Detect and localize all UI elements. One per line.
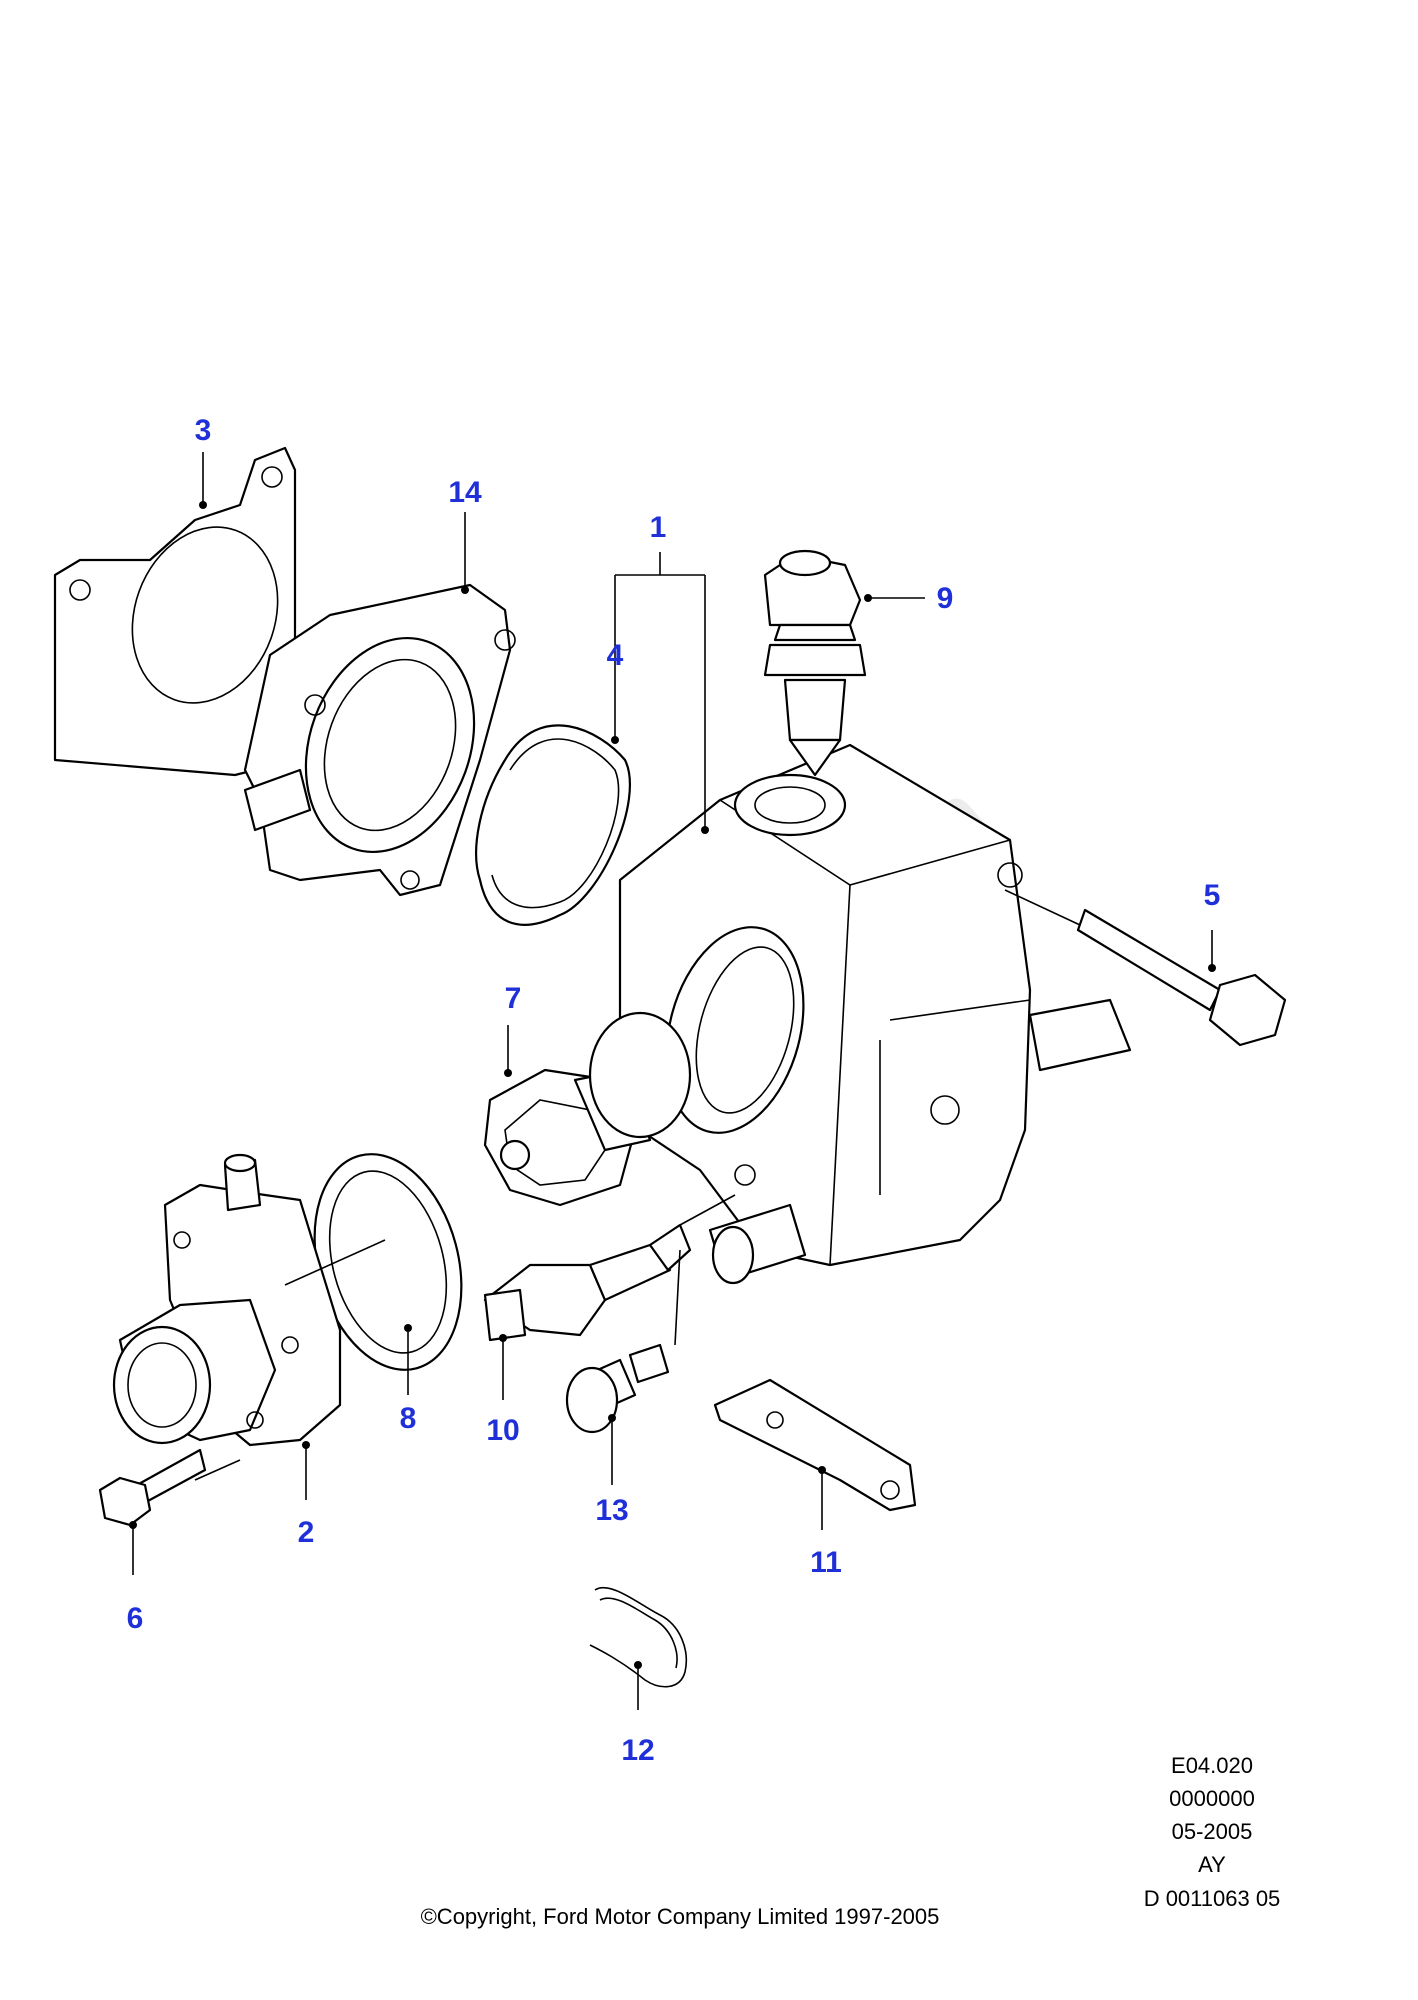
- ref-drawing-id: D 0011063 05: [1144, 1886, 1281, 1911]
- copyright-notice: ©Copyright, Ford Motor Company Limited 1…: [421, 1904, 940, 1929]
- part-6-bolt: [98, 1448, 207, 1527]
- callout-2: 2: [298, 1516, 315, 1549]
- callout-labels: 1 2 3 4 5 6 7 8 9 10 11 12 13 14: [127, 414, 1221, 1767]
- part-4-seal: [475, 724, 631, 926]
- callout-6: 6: [127, 1602, 144, 1635]
- part-9-sender-unit: [763, 549, 867, 777]
- callout-12: 12: [621, 1734, 654, 1767]
- part-5-bolt: [1076, 908, 1287, 1047]
- part-12-clip: [589, 1587, 687, 1688]
- part-13-plug: [565, 1343, 670, 1434]
- ref-revision: AY: [1198, 1852, 1226, 1877]
- callout-9: 9: [937, 582, 954, 615]
- callout-5: 5: [1204, 879, 1221, 912]
- callout-14: 14: [448, 476, 482, 509]
- leader-lines: [129, 452, 1216, 1710]
- ref-code: E04.020: [1171, 1753, 1253, 1778]
- part-1-main-housing: [618, 743, 1132, 1285]
- callout-4: 4: [607, 639, 624, 672]
- callout-3: 3: [195, 414, 212, 447]
- part-11-bracket: [713, 1378, 917, 1512]
- part-10-temp-sensor: [483, 1223, 692, 1342]
- callout-11: 11: [810, 1546, 842, 1579]
- callout-8: 8: [400, 1402, 417, 1435]
- callout-7: 7: [505, 982, 522, 1015]
- callout-10: 10: [486, 1414, 519, 1447]
- part-7-thermostat: [483, 1011, 692, 1207]
- ref-date: 05-2005: [1172, 1819, 1253, 1844]
- ref-number: 0000000: [1169, 1786, 1255, 1811]
- part-2-outlet-connection: [112, 1153, 342, 1447]
- callout-13: 13: [595, 1494, 628, 1527]
- part-14-housing-cover: [243, 583, 516, 897]
- callout-1: 1: [650, 511, 667, 544]
- reference-block: E04.020 0000000 05-2005 AY D 0011063 05: [1144, 1753, 1281, 1911]
